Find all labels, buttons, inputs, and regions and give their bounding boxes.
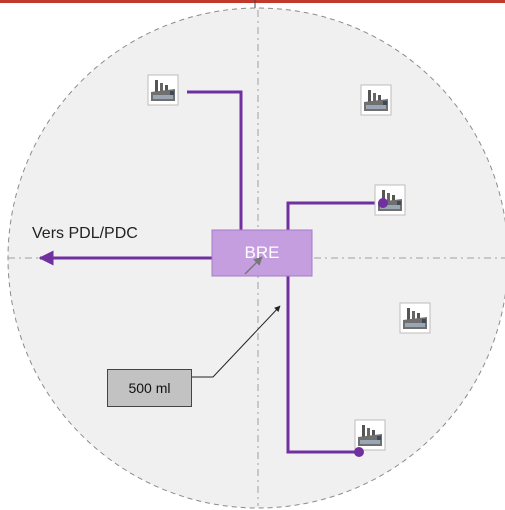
bre-label: BRE (244, 243, 280, 262)
distance-callout: 500 ml (107, 369, 192, 407)
factory-icon (147, 74, 179, 106)
factory-icon (399, 302, 431, 334)
factory-icon (360, 84, 392, 116)
pipe-plant-bottom (286, 276, 359, 454)
bre-hub (211, 229, 313, 277)
connection-node (354, 447, 364, 457)
pipe-plant-right-upper (286, 201, 383, 232)
export-label: Vers PDL/PDC (32, 225, 138, 242)
hub-inner-arrow (244, 256, 263, 275)
callout-leader (192, 305, 281, 378)
connection-node (378, 198, 388, 208)
pipe-plant-top-left (187, 90, 243, 232)
factory-icon (354, 419, 386, 451)
